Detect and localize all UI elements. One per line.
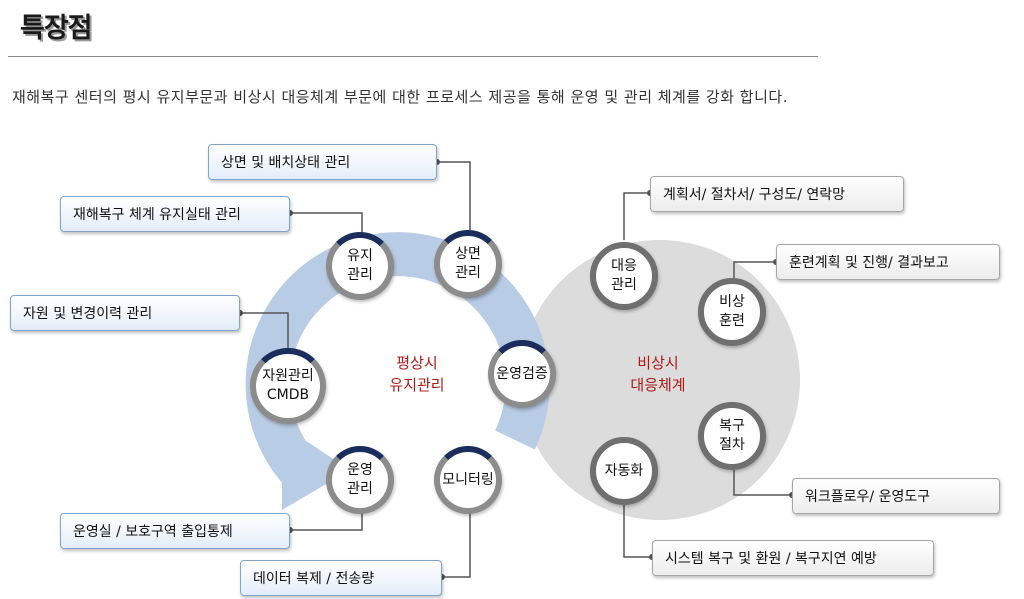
node-operation-management: 운영 관리	[326, 446, 394, 514]
cycle-arrowhead	[282, 425, 350, 510]
label-system-recovery: 시스템 복구 및 환원 / 복구지연 예방	[652, 540, 934, 576]
label-dr-maintenance: 재해복구 체계 유지실태 관리	[60, 196, 290, 232]
node-response-management: 대응 관리	[590, 242, 658, 310]
node-operation-verification: 운영검증	[488, 340, 556, 408]
node-maintenance: 유지 관리	[326, 232, 394, 300]
label-access-control: 운영실 / 보호구역 출입통제	[60, 513, 290, 549]
title-divider	[8, 56, 818, 57]
page-subtitle: 재해복구 센터의 평시 유지부문과 비상시 대응체계 부문에 대한 프로세스 제…	[12, 88, 788, 106]
label-resource-history: 자원 및 변경이력 관리	[10, 295, 240, 331]
node-monitoring: 모니터링	[434, 446, 502, 514]
page-title: 특장점	[20, 13, 93, 44]
node-automation: 자동화	[590, 437, 658, 505]
node-emergency-drill: 비상 훈련	[698, 278, 766, 346]
label-plans: 계획서/ 절차서/ 구성도/ 연락망	[650, 176, 904, 212]
node-floor-management: 상면 관리	[434, 230, 502, 298]
label-floor-status: 상면 및 배치상태 관리	[208, 144, 437, 180]
peacetime-center-label: 평상시 유지관리	[389, 354, 445, 394]
emergency-center-label: 비상시 대응체계	[630, 354, 686, 394]
label-workflow: 워크플로우/ 운영도구	[792, 478, 1000, 514]
label-training: 훈련계획 및 진행/ 결과보고	[776, 244, 1000, 280]
connector-lines	[240, 161, 792, 578]
label-data-replication: 데이터 복제 / 전송량	[240, 560, 442, 596]
node-cmdb: 자원관리 CMDB	[250, 348, 326, 424]
node-recovery-procedure: 복구 절차	[698, 402, 766, 470]
